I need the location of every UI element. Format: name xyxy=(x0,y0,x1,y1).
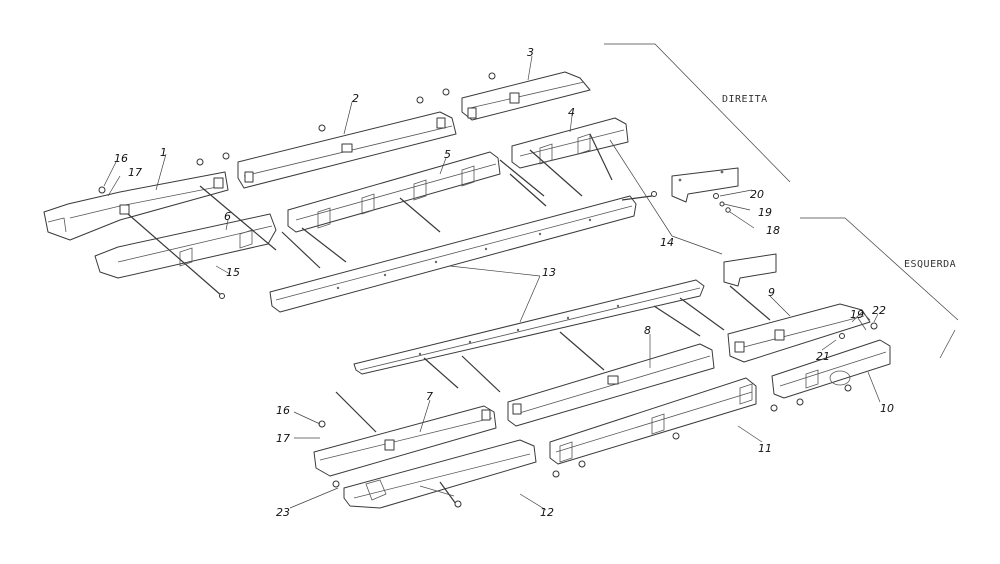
callout-10: 10 xyxy=(880,402,894,415)
part-7-rail xyxy=(313,405,497,477)
part-14-bracket-upper xyxy=(671,167,739,203)
callout-22: 22 xyxy=(872,304,886,317)
callout-16-upper: 16 xyxy=(114,152,128,165)
label-direita: DIREITA xyxy=(722,94,768,105)
callout-leaders xyxy=(103,55,881,511)
label-esquerda: ESQUERDA xyxy=(904,259,956,270)
callout-23: 23 xyxy=(276,506,290,519)
part-9-rail xyxy=(727,303,871,363)
part-4-rail xyxy=(511,117,629,169)
part-11-rail xyxy=(549,377,757,465)
part-8-rail xyxy=(507,343,715,427)
side-indicator-lines xyxy=(604,43,959,359)
part-10-rail xyxy=(771,311,891,399)
part-6-rail xyxy=(94,213,277,279)
middle-bolts xyxy=(281,173,547,269)
callout-labels: 1 2 3 4 5 6 15 16 17 13 14 20 19 18 9 19… xyxy=(114,46,894,519)
callout-14: 14 xyxy=(660,236,674,249)
lower-nuts xyxy=(318,322,878,508)
lower-bolts xyxy=(335,285,771,505)
callout-11: 11 xyxy=(758,442,772,455)
callout-4: 4 xyxy=(568,106,575,119)
part-13-plate-upper xyxy=(269,195,637,313)
part-3-rail xyxy=(461,71,591,121)
part-12-rail xyxy=(343,439,537,509)
part-13-plate-lower xyxy=(353,279,705,375)
callout-3: 3 xyxy=(527,46,534,59)
part-5-rail xyxy=(287,151,501,233)
callout-16-lower: 16 xyxy=(276,404,290,417)
callout-17-upper: 17 xyxy=(128,166,142,179)
callout-7: 7 xyxy=(426,390,433,403)
callout-1: 1 xyxy=(160,146,167,159)
callout-8: 8 xyxy=(644,324,651,337)
part-15-bolts xyxy=(127,185,277,299)
part-14-bracket-lower xyxy=(723,253,777,287)
callout-19-lower: 19 xyxy=(850,308,864,321)
callout-12: 12 xyxy=(540,506,554,519)
callout-5: 5 xyxy=(444,148,451,161)
upper-nuts xyxy=(98,72,496,194)
callout-9: 9 xyxy=(768,286,775,299)
callout-20: 20 xyxy=(750,188,764,201)
right-bolts xyxy=(499,133,613,197)
part-1-rail xyxy=(43,171,229,241)
callout-21: 21 xyxy=(816,350,830,363)
callout-2: 2 xyxy=(352,92,359,105)
callout-18: 18 xyxy=(766,224,780,237)
small-fasteners-upper-right xyxy=(621,191,731,213)
callout-19-upper: 19 xyxy=(758,206,772,219)
callout-6: 6 xyxy=(224,210,231,223)
callout-17-lower: 17 xyxy=(276,432,290,445)
part-2-rail xyxy=(237,111,457,189)
callout-15: 15 xyxy=(226,266,240,279)
callout-13: 13 xyxy=(542,266,556,279)
